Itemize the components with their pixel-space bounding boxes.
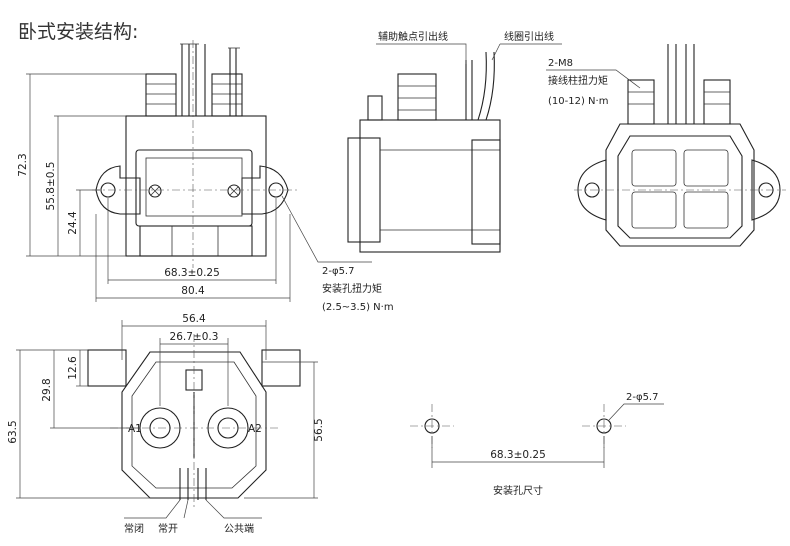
terminal-a2-label: A2 bbox=[248, 423, 262, 435]
hole-pattern-dim: 68.3±0.25 bbox=[490, 449, 546, 461]
hole-pattern-note: 2-φ5.7 bbox=[626, 392, 658, 403]
right-terminal-right bbox=[703, 79, 731, 125]
dim-hole-spacing: 68.3±0.25 bbox=[164, 267, 220, 279]
bottom-view: A1 A2 56.4 26.7±0.3 63.5 29.8 12.6 56.5 bbox=[7, 313, 325, 535]
hole-note-line2: 安装孔扭力矩 bbox=[322, 282, 382, 295]
right-view: 2-M8 接线柱扭力矩 (10-12) N·m bbox=[546, 44, 786, 247]
front-view: 72.3 55.8±0.5 24.4 68.3±0.25 80.4 2-φ5.7… bbox=[17, 40, 394, 313]
terminal-note-line3: (10-12) N·m bbox=[548, 96, 608, 107]
cover-screw-right bbox=[227, 184, 241, 198]
label-normally-closed: 常闭 bbox=[124, 522, 144, 535]
dim-width-top: 56.4 bbox=[182, 313, 206, 325]
front-body bbox=[125, 115, 267, 257]
terminal-note-line2: 接线柱扭力矩 bbox=[548, 74, 608, 87]
bottom-aux-leads bbox=[179, 468, 207, 500]
side-cover bbox=[347, 137, 381, 243]
front-terminal-right bbox=[211, 73, 243, 117]
aux-wire-label: 辅助触点引出线 bbox=[378, 30, 448, 43]
front-cover-plate bbox=[135, 149, 253, 227]
dim-height-mount: 55.8±0.5 bbox=[45, 162, 57, 211]
terminal-note-line1: 2-M8 bbox=[548, 58, 573, 69]
dim-height-total: 72.3 bbox=[17, 153, 29, 176]
side-terminal bbox=[397, 73, 437, 121]
hole-note-line3: (2.5~3.5) N·m bbox=[322, 302, 394, 313]
dim-height-hole: 24.4 bbox=[67, 211, 79, 235]
right-view-inner-frame bbox=[617, 135, 743, 239]
dim-56-5: 56.5 bbox=[313, 418, 325, 441]
dim-12-6: 12.6 bbox=[67, 356, 79, 380]
dim-29-8: 29.8 bbox=[41, 378, 53, 401]
bottom-right-ear bbox=[261, 349, 301, 387]
right-view-right-ear bbox=[751, 159, 781, 221]
terminal-a1-label: A1 bbox=[128, 423, 142, 435]
right-terminal-left bbox=[627, 79, 655, 125]
front-cover-inner bbox=[145, 157, 243, 217]
hole-pattern-caption: 安装孔尺寸 bbox=[493, 484, 543, 497]
bottom-left-ear bbox=[87, 349, 127, 387]
dim-terminal-spacing: 26.7±0.3 bbox=[170, 331, 219, 343]
hole-pattern: 68.3±0.25 2-φ5.7 安装孔尺寸 bbox=[410, 392, 664, 497]
dim-63-5: 63.5 bbox=[7, 420, 19, 443]
side-view: 辅助触点引出线 线圈引出线 bbox=[347, 30, 562, 253]
front-base bbox=[139, 225, 253, 257]
side-bracket bbox=[471, 139, 501, 245]
bottom-body bbox=[121, 351, 267, 499]
drawing-title: 卧式安装结构: bbox=[18, 21, 138, 43]
hole-note-line1: 2-φ5.7 bbox=[322, 266, 354, 277]
front-wire-leads bbox=[181, 44, 237, 116]
cover-screw-left bbox=[148, 184, 162, 198]
dim-width-total: 80.4 bbox=[181, 285, 205, 297]
front-terminal-left bbox=[145, 73, 177, 117]
label-normally-open: 常开 bbox=[158, 522, 178, 535]
coil-wire-label: 线圈引出线 bbox=[504, 30, 554, 43]
label-common: 公共端 bbox=[224, 522, 254, 535]
side-stud bbox=[367, 95, 383, 121]
left-mount-ear bbox=[95, 165, 141, 215]
side-wire-leads bbox=[465, 51, 495, 121]
right-view-body bbox=[605, 123, 755, 247]
right-wire-leads bbox=[667, 44, 695, 124]
